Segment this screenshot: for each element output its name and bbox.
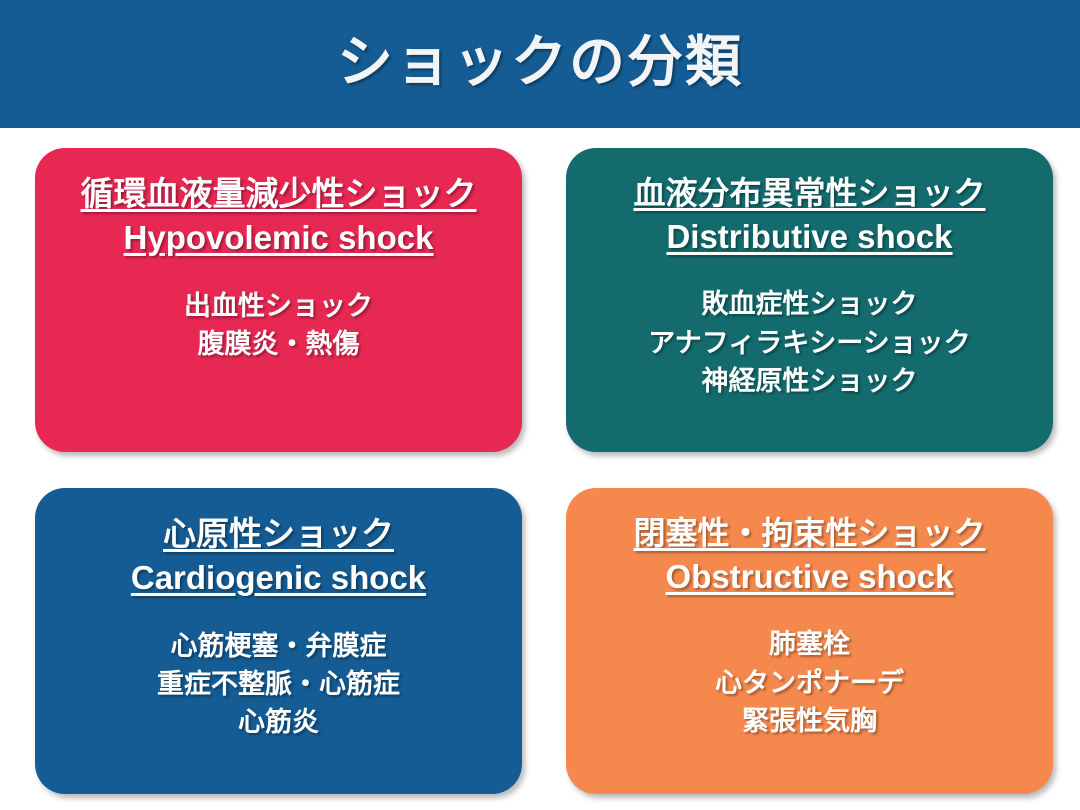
list-item: 神経原性ショック bbox=[701, 365, 918, 396]
card-hypovolemic-shock: 循環血液量減少性ショック Hypovolemic shock 出血性ショック 腹… bbox=[35, 148, 522, 452]
slide-title: ショックの分類 bbox=[337, 30, 743, 94]
list-item: アナフィラキシーショック bbox=[648, 327, 971, 358]
shock-category-grid: 循環血液量減少性ショック Hypovolemic shock 出血性ショック 腹… bbox=[35, 148, 1053, 794]
card-title-jp-hypovolemic: 循環血液量減少性ショック bbox=[80, 175, 477, 212]
card-body-distributive: 敗血症性ショック アナフィラキシーショック 神経原性ショック bbox=[648, 285, 970, 400]
list-item: 緊張性気胸 bbox=[742, 705, 877, 736]
list-item: 腹膜炎・熱傷 bbox=[197, 328, 360, 359]
list-item: 心タンポナーデ bbox=[715, 667, 904, 698]
card-body-cardiogenic: 心筋梗塞・弁膜症 重症不整脈・心筋症 心筋炎 bbox=[157, 627, 400, 742]
list-item: 出血性ショック bbox=[184, 290, 373, 321]
card-title-en-distributive: Distributive shock bbox=[666, 218, 953, 256]
card-distributive-shock: 血液分布異常性ショック Distributive shock 敗血症性ショック … bbox=[566, 148, 1053, 452]
list-item: 肺塞栓 bbox=[769, 629, 850, 660]
card-title-en-hypovolemic: Hypovolemic shock bbox=[123, 219, 434, 257]
card-body-hypovolemic: 出血性ショック 腹膜炎・熱傷 bbox=[184, 287, 373, 364]
card-body-obstructive: 肺塞栓 心タンポナーデ 緊張性気胸 bbox=[715, 625, 904, 740]
slide-header-banner: ショックの分類 bbox=[0, 0, 1080, 128]
list-item: 心筋炎 bbox=[238, 707, 319, 738]
card-obstructive-shock: 閉塞性・拘束性ショック Obstructive shock 肺塞栓 心タンポナー… bbox=[566, 488, 1053, 794]
list-item: 心筋梗塞・弁膜症 bbox=[170, 630, 387, 661]
card-title-jp-distributive: 血液分布異常性ショック bbox=[633, 175, 986, 211]
list-item: 敗血症性ショック bbox=[701, 289, 918, 320]
card-cardiogenic-shock: 心原性ショック Cardiogenic shock 心筋梗塞・弁膜症 重症不整脈… bbox=[35, 488, 522, 794]
card-title-en-cardiogenic: Cardiogenic shock bbox=[130, 559, 427, 597]
list-item: 重症不整脈・心筋症 bbox=[157, 668, 400, 699]
card-title-jp-obstructive: 閉塞性・拘束性ショック bbox=[633, 515, 986, 551]
card-title-en-obstructive: Obstructive shock bbox=[665, 558, 954, 596]
card-title-jp-cardiogenic: 心原性ショック bbox=[163, 515, 394, 552]
